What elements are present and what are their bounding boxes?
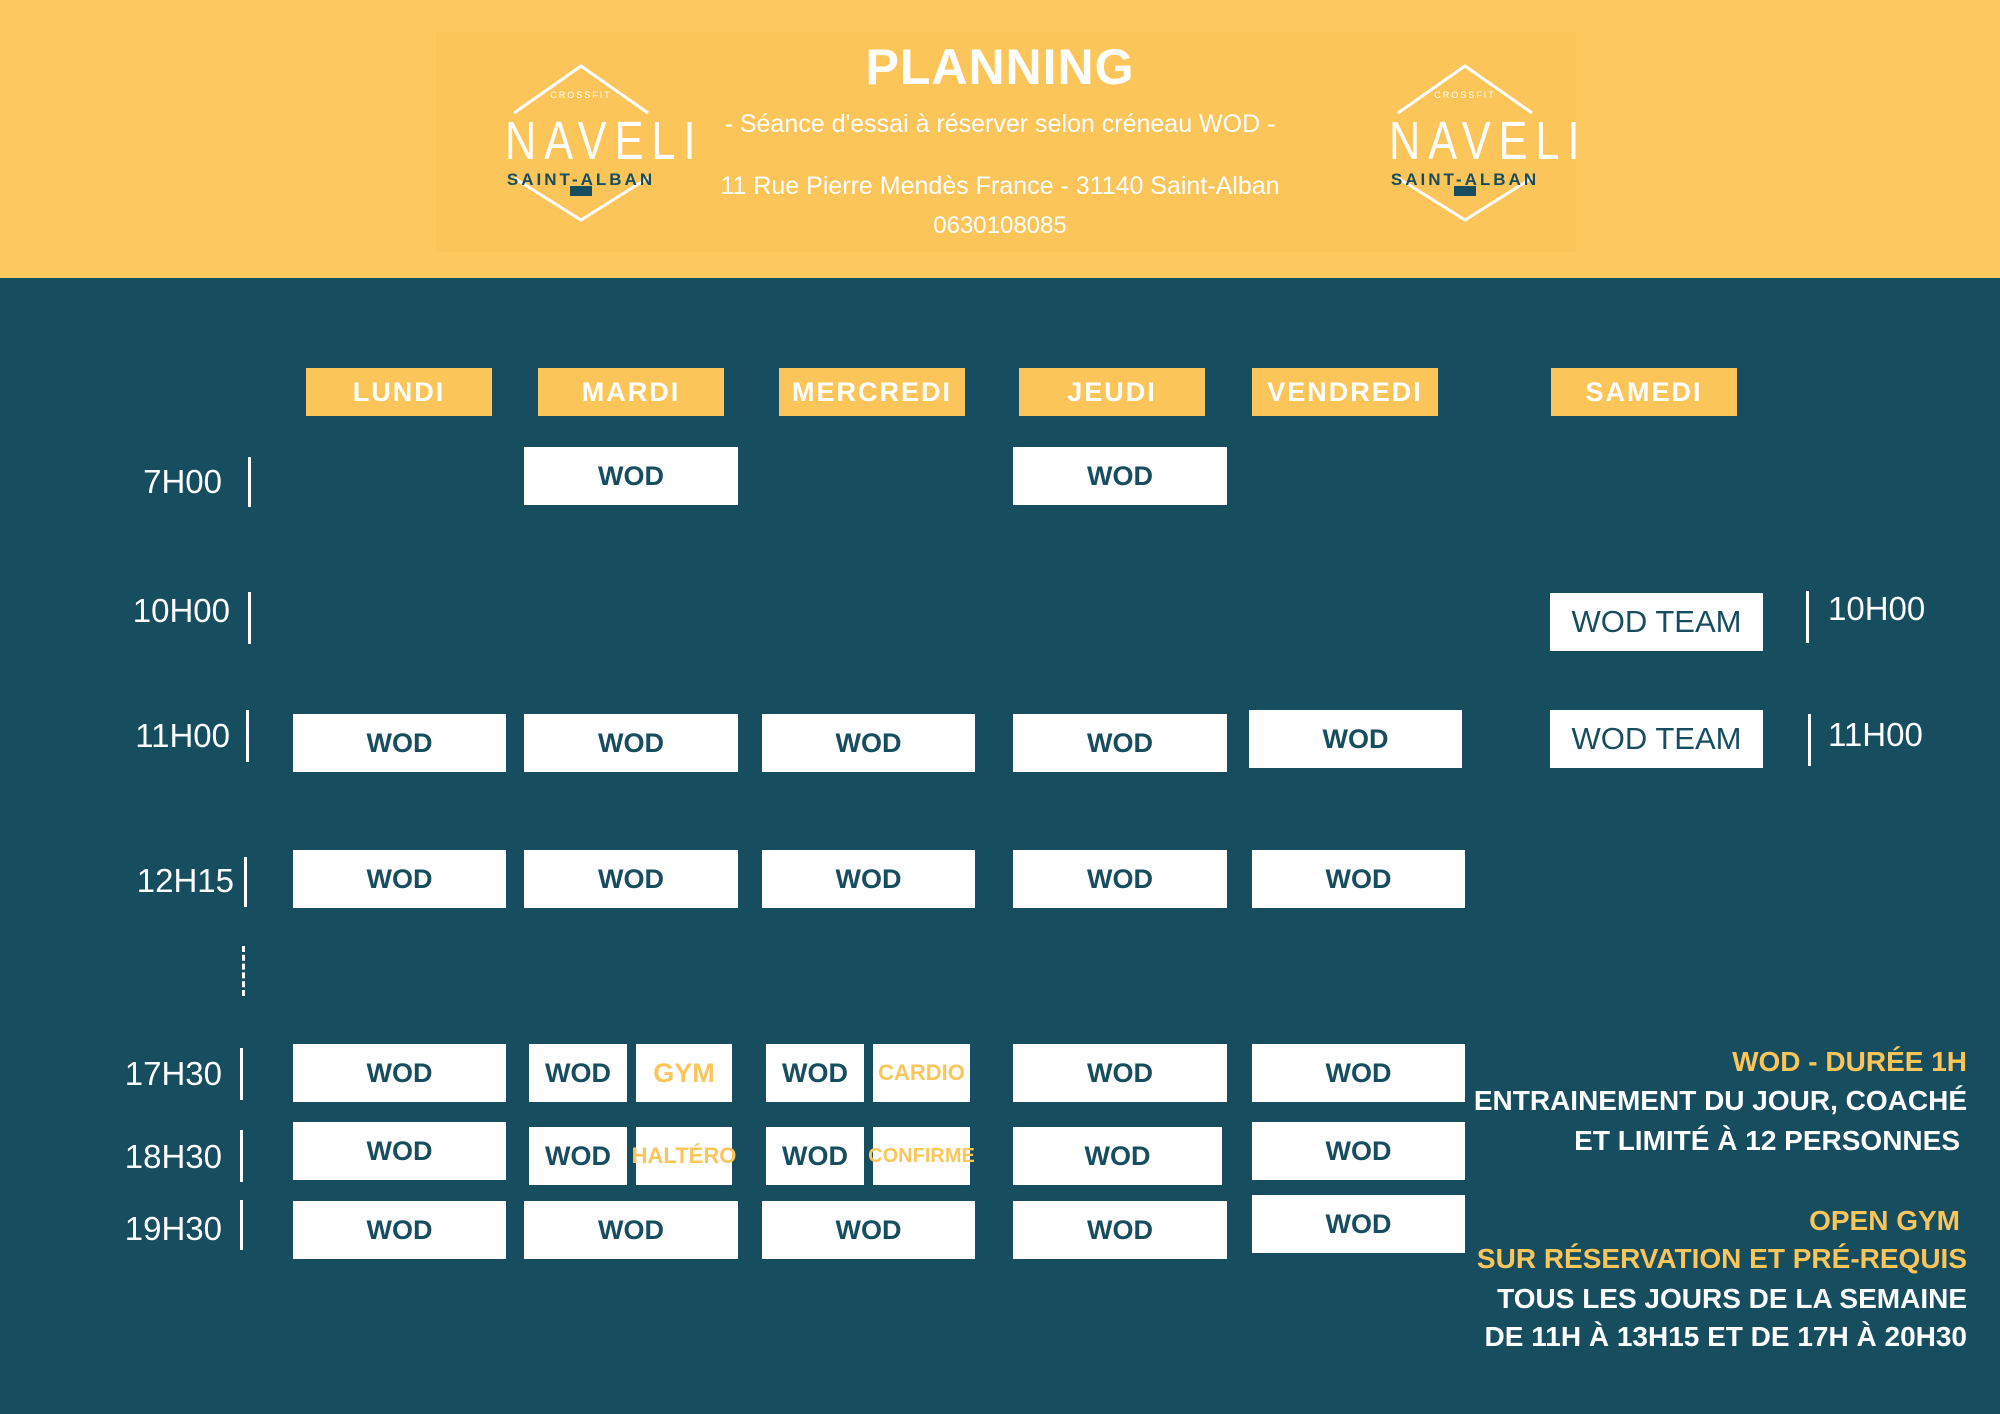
diamond-icon	[1397, 64, 1533, 222]
slot-samedi-10h00[interactable]: WOD TEAM	[1550, 593, 1763, 651]
slot-vendredi-11h00[interactable]: WOD	[1249, 710, 1462, 768]
legend-open-title: OPEN GYM	[1809, 1205, 1960, 1236]
day-mardi: MARDI	[538, 368, 724, 416]
time-divider	[246, 710, 249, 762]
slot-mercredi-18h30-wod[interactable]: WOD	[766, 1127, 864, 1185]
slot-mardi-12h15[interactable]: WOD	[524, 850, 738, 908]
slot-mercredi-18h30-confirme[interactable]: CONFIRME	[868, 1127, 975, 1185]
header-panel	[436, 32, 1576, 252]
slot-samedi-11h00[interactable]: WOD TEAM	[1550, 710, 1763, 768]
slot-mardi-11h00[interactable]: WOD	[524, 714, 738, 772]
time-divider	[1808, 714, 1811, 766]
slot-jeudi-18h30[interactable]: WOD	[1013, 1127, 1222, 1185]
slot-lundi-19h30[interactable]: WOD	[293, 1201, 506, 1259]
day-mercredi: MERCREDI	[779, 368, 965, 416]
slot-mardi-18h30-wod[interactable]: WOD	[529, 1127, 627, 1185]
time-divider	[248, 592, 251, 644]
legend-open-line2: DE 11H À 13H15 ET DE 17H À 20H30	[1484, 1321, 1967, 1352]
slot-mercredi-19h30[interactable]: WOD	[762, 1201, 975, 1259]
time-10h00: 10H00	[132, 592, 230, 629]
slot-lundi-17h30[interactable]: WOD	[293, 1044, 506, 1102]
time-divider	[240, 1200, 243, 1250]
time-7h00: 7H00	[143, 463, 222, 500]
slot-mardi-18h30-haltero[interactable]: HALTÉRO	[632, 1127, 736, 1185]
slot-mardi-17h30-gym[interactable]: GYM	[636, 1044, 732, 1102]
day-vendredi: VENDREDI	[1252, 368, 1438, 416]
address: 11 Rue Pierre Mendès France - 31140 Sain…	[720, 172, 1280, 200]
slot-vendredi-18h30[interactable]: WOD	[1252, 1122, 1465, 1180]
legend-wod-line2: ET LIMITÉ À 12 PERSONNES	[1574, 1125, 1960, 1156]
slot-mercredi-17h30-wod[interactable]: WOD	[766, 1044, 864, 1102]
slot-mercredi-17h30-cardio[interactable]: CARDIO	[873, 1044, 970, 1102]
time-divider	[248, 457, 251, 507]
time-divider	[240, 1048, 243, 1100]
slot-jeudi-7h00[interactable]: WOD	[1013, 447, 1227, 505]
slot-lundi-11h00[interactable]: WOD	[293, 714, 506, 772]
slot-vendredi-12h15[interactable]: WOD	[1252, 850, 1465, 908]
page-title: PLANNING	[865, 39, 1135, 95]
slot-mardi-19h30[interactable]: WOD	[524, 1201, 738, 1259]
phone-number: 0630108085	[933, 212, 1067, 239]
time-right-10h00: 10H00	[1828, 590, 1926, 627]
legend-wod-line1: ENTRAINEMENT DU JOUR, COACHÉ	[1473, 1085, 1967, 1116]
day-jeudi: JEUDI	[1019, 368, 1205, 416]
slot-jeudi-12h15[interactable]: WOD	[1013, 850, 1227, 908]
slot-vendredi-19h30[interactable]: WOD	[1252, 1195, 1465, 1253]
naveli-logo-left: CROSSFIT NAVELI SAINT-ALBAN	[486, 58, 695, 228]
slot-jeudi-17h30[interactable]: WOD	[1013, 1044, 1227, 1102]
slot-mardi-17h30-wod[interactable]: WOD	[529, 1044, 627, 1102]
time-divider	[1806, 591, 1809, 643]
time-19h30: 19H30	[124, 1210, 222, 1247]
time-11h00: 11H00	[135, 717, 230, 754]
slot-jeudi-11h00[interactable]: WOD	[1013, 714, 1227, 772]
slot-vendredi-17h30[interactable]: WOD	[1252, 1044, 1465, 1102]
day-lundi: LUNDI	[306, 368, 492, 416]
time-12h15: 12H15	[136, 862, 234, 899]
time-17h30: 17H30	[124, 1055, 222, 1092]
legend-open-line1: TOUS LES JOURS DE LA SEMAINE	[1497, 1283, 1967, 1314]
time-right-11h00: 11H00	[1828, 716, 1923, 753]
time-18h30: 18H30	[124, 1138, 222, 1175]
time-divider	[244, 857, 247, 907]
slot-lundi-12h15[interactable]: WOD	[293, 850, 506, 908]
legend-wod-title: WOD - DURÉE 1H	[1732, 1046, 1967, 1077]
slot-mercredi-12h15[interactable]: WOD	[762, 850, 975, 908]
slot-mardi-7h00[interactable]: WOD	[524, 447, 738, 505]
slot-jeudi-19h30[interactable]: WOD	[1013, 1201, 1227, 1259]
day-samedi: SAMEDI	[1551, 368, 1737, 416]
naveli-logo-right: CROSSFIT NAVELI SAINT-ALBAN	[1370, 58, 1579, 228]
time-divider	[240, 1130, 243, 1182]
slot-mercredi-11h00[interactable]: WOD	[762, 714, 975, 772]
page-subtitle: - Séance d'essai à réserver selon crénea…	[724, 110, 1276, 138]
time-break-divider	[242, 946, 245, 996]
slot-lundi-18h30[interactable]: WOD	[293, 1122, 506, 1180]
diamond-icon	[513, 64, 649, 222]
legend-open-sub: SUR RÉSERVATION ET PRÉ-REQUIS	[1476, 1243, 1967, 1274]
